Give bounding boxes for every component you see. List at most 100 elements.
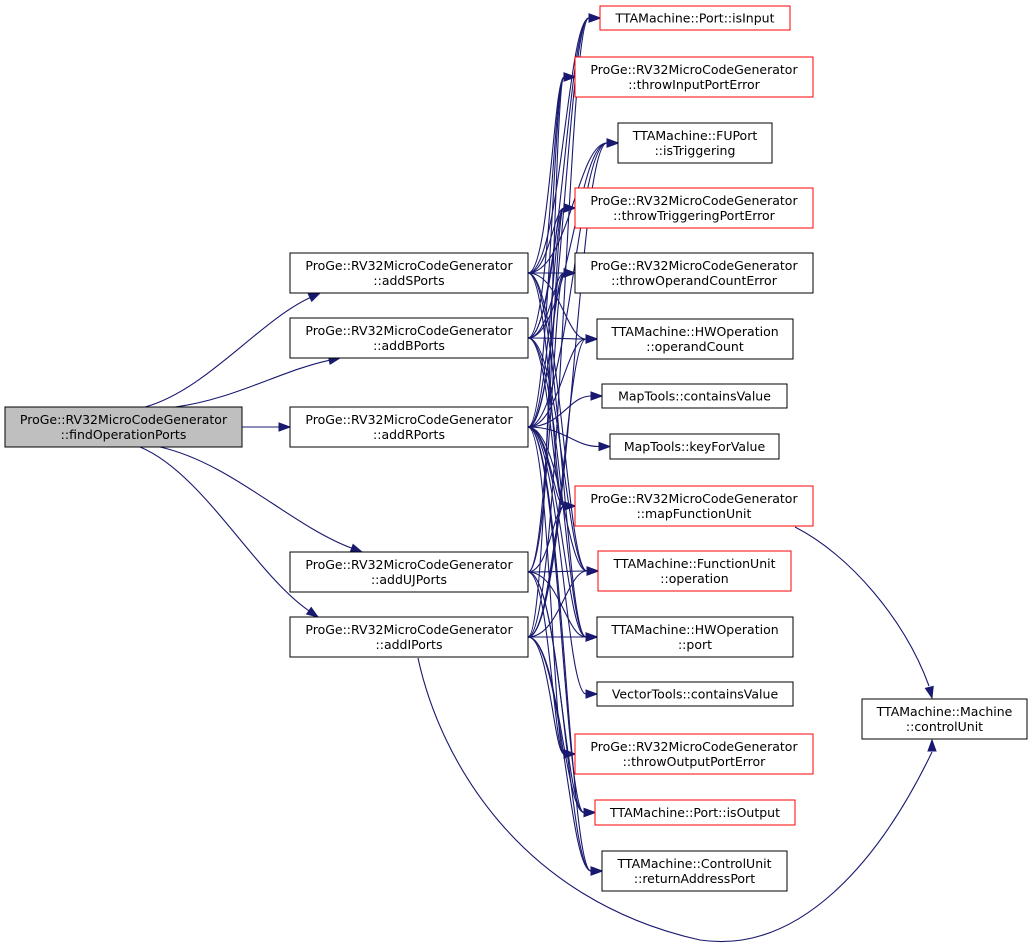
- node-port[interactable]: TTAMachine::HWOperation::port: [596, 616, 794, 658]
- edge-line: [527, 272, 565, 573]
- node-label-line: TTAMachine::Port::isOutput: [609, 805, 780, 820]
- node-box[interactable]: [289, 252, 529, 294]
- node-label-line: ProGe::RV32MicroCodeGenerator: [590, 193, 798, 208]
- call-edge-mapFunctionUnit-to-controlUnit: [794, 526, 934, 700]
- call-edge-addIPorts-to-isOutput: [527, 636, 597, 818]
- call-nodes: ProGe::RV32MicroCodeGenerator::findOpera…: [4, 5, 1028, 892]
- arrow-head: [586, 566, 600, 576]
- edge-line: [527, 571, 592, 872]
- edge-line: [527, 207, 565, 274]
- edge-line: [527, 426, 592, 872]
- arrow-head: [606, 138, 620, 148]
- node-box[interactable]: [596, 616, 794, 658]
- node-throwOutputPortError[interactable]: ProGe::RV32MicroCodeGenerator::throwOutp…: [574, 733, 814, 775]
- call-edge-findOperationPorts-to-addUJPorts: [159, 446, 364, 553]
- node-box[interactable]: [594, 799, 796, 826]
- edge-line: [527, 17, 590, 274]
- edge-line: [527, 76, 565, 638]
- edge-line: [139, 446, 310, 612]
- arrow-head: [927, 738, 937, 752]
- node-label-line: TTAMachine::Machine: [876, 704, 1013, 719]
- node-findOperationPorts[interactable]: ProGe::RV32MicroCodeGenerator::findOpera…: [4, 406, 243, 448]
- edge-line: [527, 426, 587, 695]
- node-addSPorts[interactable]: ProGe::RV32MicroCodeGenerator::addSPorts: [289, 252, 529, 294]
- node-keyForValue[interactable]: MapTools::keyForValue: [609, 433, 780, 460]
- node-operandCount[interactable]: TTAMachine::HWOperation::operandCount: [596, 318, 794, 360]
- edge-line: [527, 272, 565, 339]
- call-edges: [139, 13, 937, 943]
- edge-line: [527, 571, 565, 755]
- edge-line: [527, 17, 590, 638]
- node-addRPorts[interactable]: ProGe::RV32MicroCodeGenerator::addRPorts: [289, 406, 529, 448]
- node-box[interactable]: [617, 122, 773, 164]
- node-box[interactable]: [601, 850, 788, 892]
- edge-line: [159, 446, 352, 549]
- edge-line: [527, 337, 587, 340]
- node-box[interactable]: [289, 317, 529, 359]
- node-box[interactable]: [289, 406, 529, 448]
- node-box[interactable]: [289, 616, 529, 658]
- edge-line: [527, 636, 565, 755]
- node-box[interactable]: [596, 681, 794, 707]
- edge-line: [527, 207, 565, 339]
- node-vecContainsValue[interactable]: VectorTools::containsValue: [596, 681, 794, 707]
- node-label-line: ProGe::RV32MicroCodeGenerator: [590, 258, 798, 273]
- node-controlUnit[interactable]: TTAMachine::Machine::controlUnit: [861, 698, 1028, 740]
- call-edge-addUJPorts-to-throwOperandCountError: [527, 268, 577, 573]
- node-box[interactable]: [609, 433, 780, 460]
- node-addUJPorts[interactable]: ProGe::RV32MicroCodeGenerator::addUJPort…: [289, 551, 529, 593]
- node-addBPorts[interactable]: ProGe::RV32MicroCodeGenerator::addBPorts: [289, 317, 529, 359]
- edge-line: [527, 142, 608, 339]
- node-box[interactable]: [601, 383, 788, 409]
- node-throwOperandCountError[interactable]: ProGe::RV32MicroCodeGenerator::throwOper…: [574, 252, 814, 294]
- arrow-head: [278, 422, 292, 432]
- node-label-line: VectorTools::containsValue: [612, 687, 779, 702]
- node-label-line: TTAMachine::ControlUnit: [616, 856, 771, 871]
- node-label-line: ProGe::RV32MicroCodeGenerator: [305, 622, 513, 637]
- call-edge-addSPorts-to-isInput: [527, 13, 602, 274]
- edge-line: [527, 272, 587, 340]
- node-box[interactable]: [596, 318, 794, 360]
- node-box[interactable]: [599, 5, 791, 31]
- call-edge-addIPorts-to-mapFunctionUnit: [527, 501, 577, 638]
- call-edge-addIPorts-to-returnAddressPort: [527, 636, 604, 876]
- edge-line: [527, 76, 565, 274]
- arrow-head: [590, 866, 604, 876]
- edge-line: [527, 426, 588, 572]
- node-box[interactable]: [289, 551, 529, 593]
- node-isInput[interactable]: TTAMachine::Port::isInput: [599, 5, 791, 31]
- node-returnAddressPort[interactable]: TTAMachine::ControlUnit::returnAddressPo…: [601, 850, 788, 892]
- edge-line: [527, 570, 588, 638]
- call-edge-addIPorts-to-isInput: [527, 13, 602, 638]
- node-box[interactable]: [574, 733, 814, 775]
- node-label-line: ::operandCount: [646, 339, 744, 354]
- node-throwInputPortError[interactable]: ProGe::RV32MicroCodeGenerator::throwInpu…: [574, 56, 814, 98]
- node-throwTriggeringPortError[interactable]: ProGe::RV32MicroCodeGenerator::throwTrig…: [574, 187, 814, 229]
- node-label-line: ::throwOperandCountError: [611, 273, 778, 288]
- node-box[interactable]: [574, 485, 814, 527]
- node-box[interactable]: [574, 187, 814, 229]
- node-mapContainsValue[interactable]: MapTools::containsValue: [601, 383, 788, 409]
- edge-line: [144, 297, 311, 408]
- node-isOutput[interactable]: TTAMachine::Port::isOutput: [594, 799, 796, 826]
- node-addIPorts[interactable]: ProGe::RV32MicroCodeGenerator::addIPorts: [289, 616, 529, 658]
- node-box[interactable]: [574, 252, 814, 294]
- node-label-line: TTAMachine::HWOperation: [610, 622, 778, 637]
- arrow-head: [307, 292, 322, 303]
- node-label-line: ::controlUnit: [906, 719, 983, 734]
- node-box[interactable]: [574, 56, 814, 98]
- node-label-line: ::throwTriggeringPortError: [613, 208, 776, 223]
- call-edge-findOperationPorts-to-addBPorts: [174, 355, 342, 408]
- node-label-line: ::throwInputPortError: [628, 77, 760, 92]
- node-mapFunctionUnit[interactable]: ProGe::RV32MicroCodeGenerator::mapFuncti…: [574, 485, 814, 527]
- edge-line: [527, 76, 565, 428]
- node-isTriggering[interactable]: TTAMachine::FUPort::isTriggering: [617, 122, 773, 164]
- call-edge-addUJPorts-to-returnAddressPort: [527, 571, 604, 876]
- node-box[interactable]: [597, 550, 792, 592]
- node-label-line: ProGe::RV32MicroCodeGenerator: [20, 412, 228, 427]
- node-box[interactable]: [861, 698, 1028, 740]
- arrow-head: [583, 807, 597, 818]
- node-operation[interactable]: TTAMachine::FunctionUnit::operation: [597, 550, 792, 592]
- node-box[interactable]: [4, 406, 243, 448]
